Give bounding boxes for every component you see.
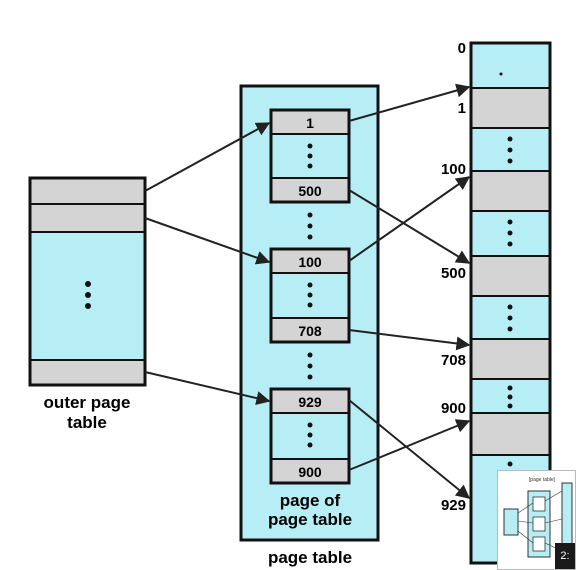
page-table-label: page table — [268, 548, 352, 567]
memory-label-500: 500 — [441, 265, 466, 282]
ellipsis-dots — [307, 352, 313, 380]
inner-table-1-top-label: 1 — [306, 115, 314, 131]
outer-page-table-label-line1: outer page — [44, 393, 131, 412]
inner-page-table-3 — [269, 387, 351, 485]
thumbnail-caption: [page table] — [529, 477, 556, 483]
memory-label-900: 900 — [441, 400, 466, 417]
video-thumbnail-preview[interactable]: [page table] 2: — [497, 470, 576, 570]
ellipsis-dots — [307, 212, 313, 240]
inner-table-3-top-label: 929 — [298, 394, 322, 410]
outer-page-table — [28, 176, 147, 387]
memory-label-929: 929 — [441, 497, 466, 514]
inner-table-3-bottom-label: 900 — [298, 464, 322, 480]
page-of-page-table-label-line1: page of — [280, 491, 341, 510]
inner-table-2-bottom-label: 708 — [298, 323, 322, 339]
video-time-badge: 2: — [555, 543, 575, 569]
inner-table-2-top-label: 100 — [298, 254, 322, 270]
page-of-page-table-label-line2: page table — [268, 510, 352, 529]
ellipsis-dots — [85, 281, 91, 309]
memory-label-0: 0 — [458, 40, 466, 57]
memory-label-1: 1 — [458, 100, 466, 117]
inner-page-table-2 — [269, 247, 351, 344]
memory-label-100: 100 — [441, 161, 466, 178]
outer-page-table-label-line2: table — [67, 413, 107, 432]
arrows — [144, 83, 471, 499]
inner-page-table-1 — [269, 108, 351, 204]
inner-table-1-bottom-label: 500 — [298, 183, 322, 199]
memory-label-708: 708 — [441, 352, 466, 369]
thumbnail-diagram: [page table] — [503, 477, 573, 568]
